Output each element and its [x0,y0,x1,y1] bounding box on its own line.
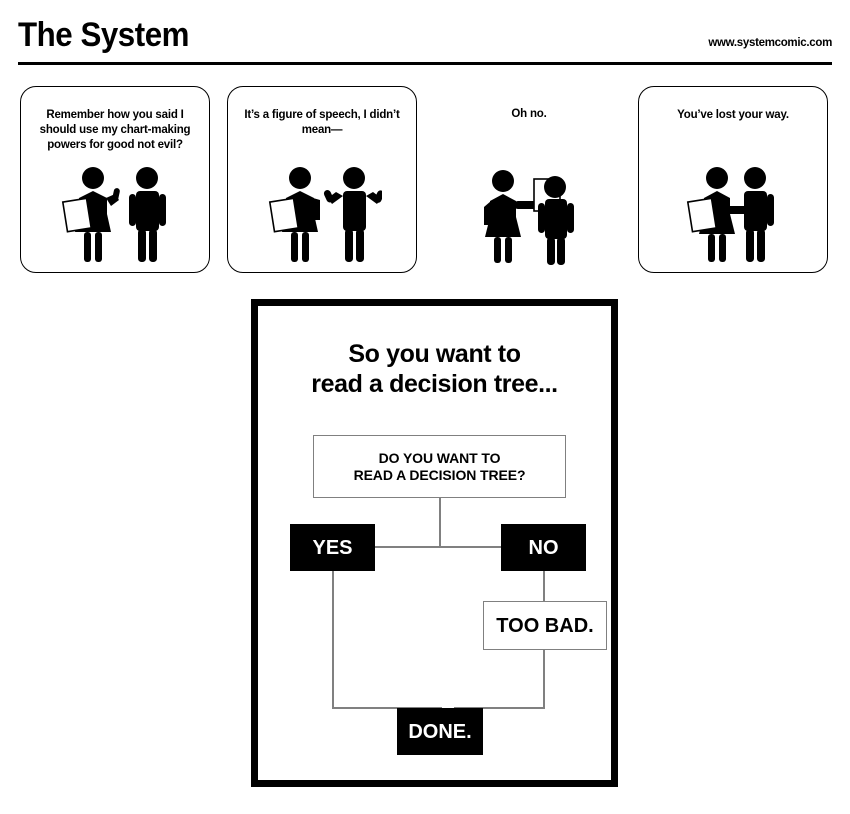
edge-question-to-branch [439,498,441,547]
stick-figures-woman-and-man-icon [61,167,166,262]
panel-3-caption: Oh no. [511,108,547,120]
site-url: www.systemcomic.com [708,37,832,49]
header-divider [18,62,832,65]
decision-tree-panel: So you want to read a decision tree... D… [251,299,618,787]
panel-4-figures [639,164,827,264]
panel-4-caption: You’ve lost your way. [677,109,789,121]
chart-paper-icon [61,197,93,233]
panel-3-figures [434,165,624,265]
decision-tree-title-line-2: read a decision tree... [311,370,558,398]
comic-panel-3: Oh no. [434,86,624,273]
decision-tree-diagram: DO YOU WANT TO READ A DECISION TREE? YES… [258,306,611,780]
edge-left-horizontal [332,707,442,709]
comic-panel-1: Remember how you said I should use my ch… [20,86,210,273]
edge-no-to-too-bad [543,571,545,601]
decision-tree-title-line-1: So you want to [348,340,521,368]
node-no: NO [501,524,586,571]
comic-panel-2: It’s a figure of speech, I didn’t mean— [227,86,417,273]
edge-yes-to-done [332,571,334,709]
panel-1-caption: Remember how you said I should use my ch… [39,109,191,152]
edge-too-bad-to-done [543,650,545,709]
comic-header: The System www.systemcomic.com [0,0,850,65]
panel-1-figures [21,164,209,264]
decision-tree-title: So you want to read a decision tree... [258,339,611,399]
node-too-bad: TOO BAD. [483,601,607,650]
chart-paper-icon [268,197,300,233]
stick-figures-couple-icon [686,167,774,262]
page-title: The System [18,16,189,54]
stick-figures-woman-and-shrugging-man-icon [268,167,382,262]
chart-paper-icon [686,197,718,233]
panel-2-caption: It’s a figure of speech, I didn’t mean— [244,109,400,137]
node-question: DO YOU WANT TO READ A DECISION TREE? [313,435,566,498]
edge-yes-to-no [375,546,501,548]
node-done: DONE. [397,708,483,755]
edge-right-horizontal [454,707,545,709]
panel-2-figures [228,164,416,264]
node-yes: YES [290,524,375,571]
node-question-line-2: READ A DECISION TREE? [353,466,526,483]
comic-panel-4: You’ve lost your way. [638,86,828,273]
stick-figures-woman-showing-chart-icon [484,170,574,265]
node-question-line-1: DO YOU WANT TO [378,449,501,466]
